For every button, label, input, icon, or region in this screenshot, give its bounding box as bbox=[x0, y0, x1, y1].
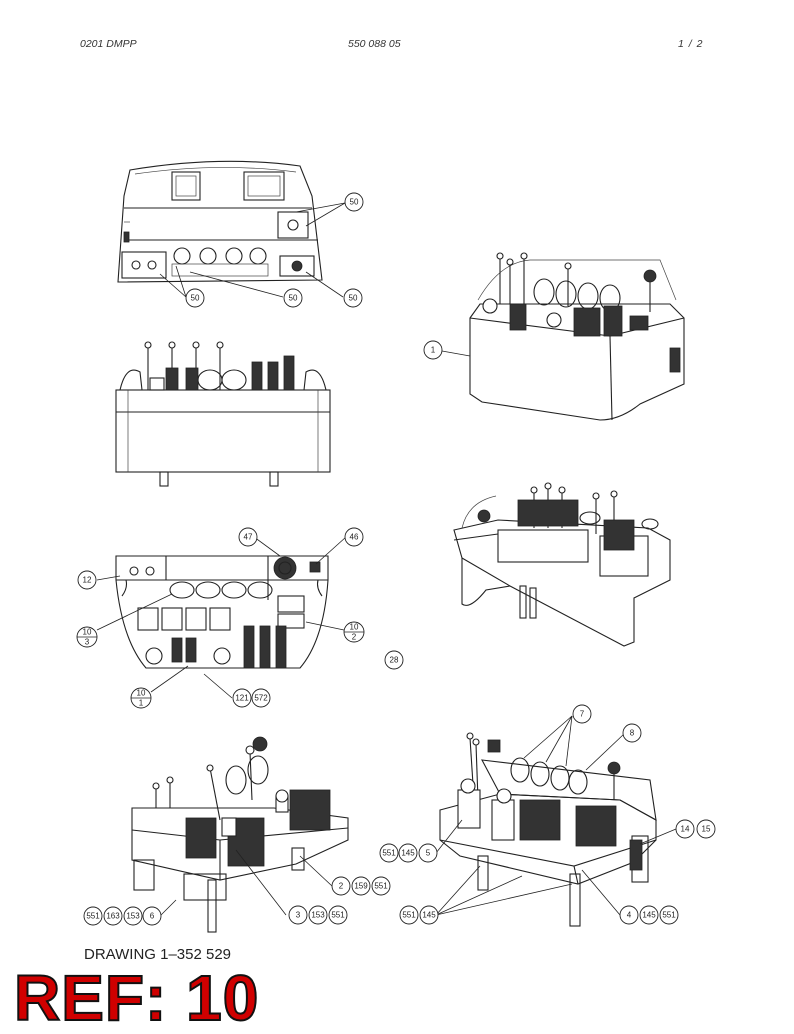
callout-5: 5 bbox=[418, 843, 438, 863]
reference-label: REF: 10 bbox=[13, 962, 260, 1034]
callout-15: 15 bbox=[696, 819, 716, 839]
svg-text:572: 572 bbox=[254, 694, 268, 703]
callout-121: 121 bbox=[232, 688, 252, 708]
svg-text:3: 3 bbox=[296, 911, 301, 920]
svg-text:2: 2 bbox=[352, 633, 357, 642]
drawing-number: DRAWING 1–352 529 bbox=[84, 946, 232, 963]
callout-3: 3 bbox=[288, 905, 308, 925]
svg-text:551: 551 bbox=[86, 912, 100, 921]
header-document-code: 0201 DMPP bbox=[80, 38, 137, 50]
view-isometric-b bbox=[453, 482, 671, 647]
svg-text:551: 551 bbox=[402, 911, 416, 920]
svg-text:8: 8 bbox=[630, 729, 635, 738]
callout-551-e: 551 bbox=[399, 905, 419, 925]
svg-text:28: 28 bbox=[390, 656, 399, 665]
svg-text:10: 10 bbox=[83, 628, 92, 637]
header-page-number: 1 / 2 bbox=[678, 38, 704, 50]
svg-text:121: 121 bbox=[235, 694, 249, 703]
callout-153-a: 153 bbox=[123, 906, 143, 926]
callout-551-d: 551 bbox=[328, 905, 348, 925]
svg-text:50: 50 bbox=[350, 198, 359, 207]
callout-551-a: 551 bbox=[379, 843, 399, 863]
svg-text:145: 145 bbox=[401, 849, 415, 858]
view-exploded-right bbox=[439, 732, 657, 927]
svg-text:551: 551 bbox=[382, 849, 396, 858]
callout-50-c: 50 bbox=[283, 288, 303, 308]
svg-text:50: 50 bbox=[191, 294, 200, 303]
callout-10-1: 10 1 bbox=[130, 687, 152, 709]
leader-lines bbox=[96, 202, 677, 917]
svg-text:50: 50 bbox=[349, 294, 358, 303]
svg-text:7: 7 bbox=[580, 710, 585, 719]
svg-text:145: 145 bbox=[422, 911, 436, 920]
svg-text:551: 551 bbox=[331, 911, 345, 920]
svg-text:3: 3 bbox=[85, 638, 90, 647]
callout-12: 12 bbox=[77, 570, 97, 590]
callout-551-f: 551 bbox=[659, 905, 679, 925]
callout-145-c: 145 bbox=[639, 905, 659, 925]
callout-145-b: 145 bbox=[419, 905, 439, 925]
callout-10-3: 10 3 bbox=[76, 626, 98, 648]
callout-50-a: 50 bbox=[344, 192, 364, 212]
svg-text:6: 6 bbox=[150, 912, 155, 921]
callout-551-b: 551 bbox=[371, 876, 391, 896]
callout-6: 6 bbox=[142, 906, 162, 926]
callout-50-d: 50 bbox=[343, 288, 363, 308]
callout-1: 1 bbox=[423, 340, 443, 360]
callout-163: 163 bbox=[103, 906, 123, 926]
svg-text:12: 12 bbox=[83, 576, 92, 585]
svg-text:47: 47 bbox=[244, 533, 253, 542]
svg-text:4: 4 bbox=[627, 911, 632, 920]
svg-text:10: 10 bbox=[350, 623, 359, 632]
callout-2: 2 bbox=[331, 876, 351, 896]
svg-text:153: 153 bbox=[126, 912, 140, 921]
svg-text:14: 14 bbox=[681, 825, 690, 834]
svg-text:159: 159 bbox=[354, 882, 368, 891]
svg-text:15: 15 bbox=[702, 825, 711, 834]
callout-159: 159 bbox=[351, 876, 371, 896]
callout-4: 4 bbox=[619, 905, 639, 925]
callout-7: 7 bbox=[572, 704, 592, 724]
svg-text:1: 1 bbox=[139, 699, 144, 708]
view-exploded-left bbox=[131, 736, 349, 933]
svg-text:5: 5 bbox=[426, 849, 431, 858]
svg-text:1: 1 bbox=[431, 346, 436, 355]
svg-text:50: 50 bbox=[289, 294, 298, 303]
svg-text:46: 46 bbox=[350, 533, 359, 542]
callout-153-b: 153 bbox=[308, 905, 328, 925]
view-isometric-a bbox=[469, 252, 685, 421]
view-rear-panel bbox=[117, 160, 323, 283]
callout-10-2: 10 2 bbox=[343, 621, 365, 643]
callout-145-a: 145 bbox=[398, 843, 418, 863]
callout-8: 8 bbox=[622, 723, 642, 743]
callout-572: 572 bbox=[251, 688, 271, 708]
callout-28: 28 bbox=[384, 650, 404, 670]
svg-text:551: 551 bbox=[374, 882, 388, 891]
header-part-number: 550 088 05 bbox=[348, 38, 401, 50]
callout-551-c: 551 bbox=[83, 906, 103, 926]
view-side-elevation bbox=[115, 341, 331, 487]
svg-text:163: 163 bbox=[106, 912, 120, 921]
callout-14: 14 bbox=[675, 819, 695, 839]
callout-50-b: 50 bbox=[185, 288, 205, 308]
svg-text:153: 153 bbox=[311, 911, 325, 920]
view-top-plan bbox=[115, 555, 329, 669]
svg-text:10: 10 bbox=[137, 689, 146, 698]
svg-text:145: 145 bbox=[642, 911, 656, 920]
svg-text:2: 2 bbox=[339, 882, 344, 891]
callout-47: 47 bbox=[238, 527, 258, 547]
svg-text:551: 551 bbox=[662, 911, 676, 920]
callout-46: 46 bbox=[344, 527, 364, 547]
